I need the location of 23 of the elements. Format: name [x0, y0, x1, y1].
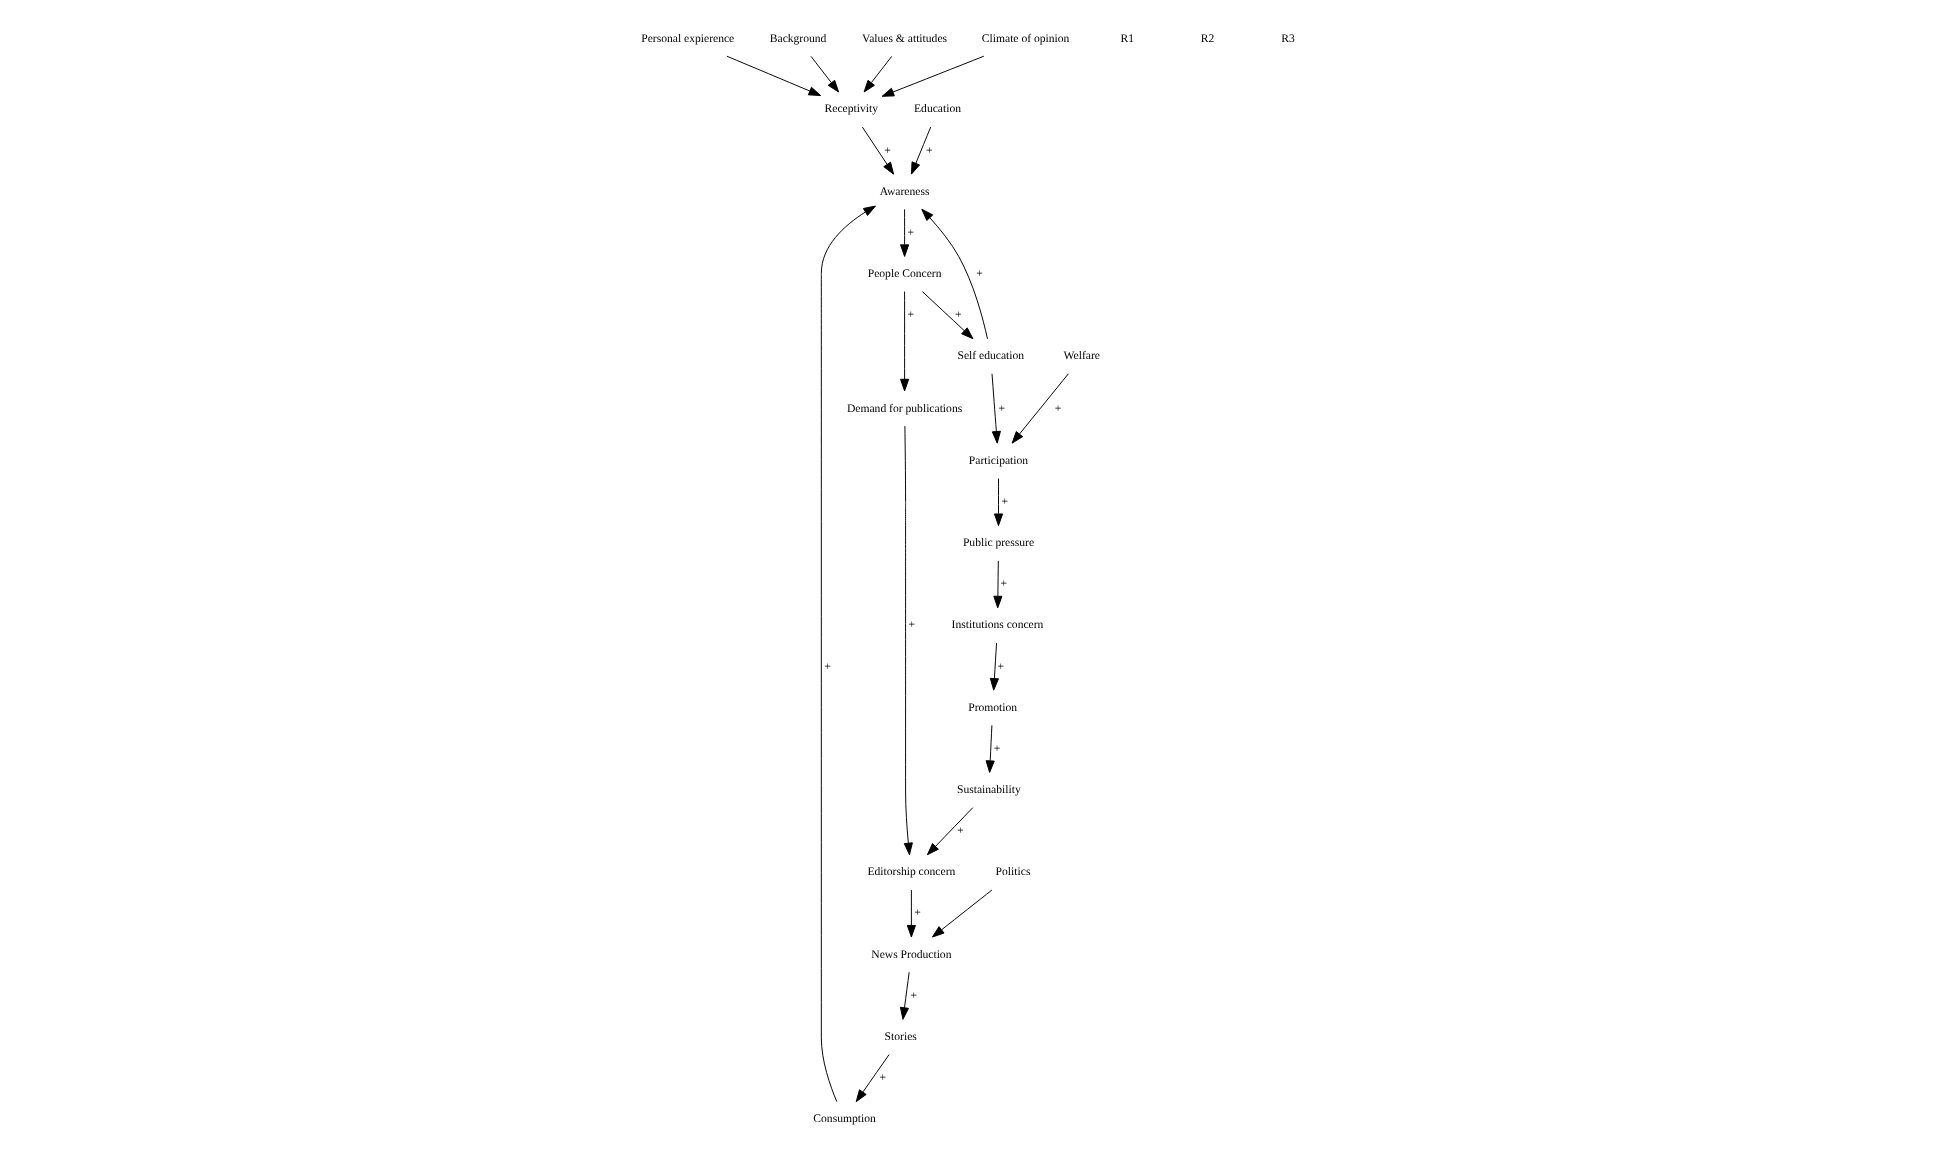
arrow — [1010, 373, 1068, 444]
arrow — [930, 889, 992, 938]
arrow — [854, 1054, 889, 1103]
arrow — [992, 560, 1002, 609]
arrow — [909, 126, 931, 175]
arrow — [899, 208, 909, 257]
arrow — [925, 807, 973, 856]
arrow — [725, 55, 821, 97]
arrow — [862, 55, 892, 93]
arrow — [992, 478, 1003, 527]
arrow — [990, 373, 1000, 444]
arrow — [860, 126, 894, 175]
arrow — [920, 291, 973, 340]
arrow — [905, 889, 915, 938]
arrow — [809, 55, 839, 93]
arrow — [902, 425, 912, 856]
arrow — [899, 291, 909, 392]
arrow — [880, 55, 984, 97]
arrow — [898, 971, 909, 1020]
arrow — [920, 208, 987, 340]
arrow — [988, 642, 998, 691]
arrow — [819, 205, 875, 1103]
arrow — [984, 724, 994, 773]
